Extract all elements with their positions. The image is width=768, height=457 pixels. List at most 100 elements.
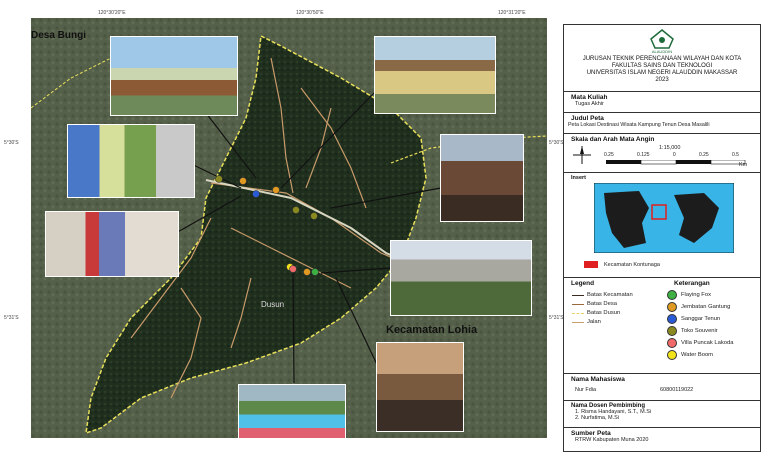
- marker-villa-puncak-lakoda[interactable]: [289, 265, 297, 273]
- judul-section: Judul Peta Peta Lokasi Destinasi Wisata …: [564, 113, 760, 134]
- keterangan-item: Jembatan Gantung: [667, 302, 730, 312]
- legend-line-label: Batas Dusun: [587, 310, 621, 316]
- marker-toko-souvenir-1[interactable]: [215, 175, 223, 183]
- coord-top-right: 120°31'20"E: [498, 10, 526, 16]
- scale-section: Skala dan Arah Mata Angin 1:15,000 0.25 …: [564, 134, 760, 173]
- keterangan-marker-icon: [667, 290, 677, 300]
- keterangan-item: Flaying Fox: [667, 290, 711, 300]
- legend-title: Legend: [571, 280, 595, 287]
- nama-title: Nama Mahasiswa: [571, 376, 625, 383]
- dosen-1: 1. Risma Handayani, S.T., M.Si: [575, 409, 652, 415]
- coord-right-lower: 5°31'S: [549, 315, 564, 321]
- keterangan-item: Villa Puncak Lakoda: [667, 338, 733, 348]
- institution-line-3: UNIVERSITAS ISLAM NEGERI ALAUDDIN MAKASS…: [586, 70, 738, 76]
- nim-value: 60800119022: [660, 387, 694, 393]
- village-area: [85, 34, 427, 435]
- insert-map[interactable]: [594, 183, 734, 253]
- keterangan-marker-icon: [667, 338, 677, 348]
- keterangan-label: Water Boom: [681, 352, 713, 358]
- institution-year: 2023: [655, 77, 669, 83]
- keterangan-label: Jembatan Gantung: [681, 304, 731, 310]
- photo-house-wooden[interactable]: [374, 36, 496, 114]
- scale-tick: 0.25: [604, 152, 614, 158]
- coord-top-left: 120°30'20"E: [98, 10, 126, 16]
- insert-legend: Kecamatan Kontunaga: [584, 261, 660, 268]
- photo-shop[interactable]: [45, 211, 179, 277]
- photo-water-park[interactable]: [238, 384, 346, 438]
- marker-jembatan-gantung-3[interactable]: [303, 268, 311, 276]
- keterangan-label: Toko Souvenir: [681, 328, 718, 334]
- judul-value: Peta Lokasi Destinasi Wisata Kampung Ten…: [568, 122, 710, 128]
- sumber-section: Sumber Peta RTRW Kabupaten Muna 2020: [564, 428, 760, 451]
- marker-sanggar-tenun[interactable]: [252, 190, 260, 198]
- mata-kuliah-value: Tugas Akhir: [575, 101, 604, 107]
- coord-left-upper: 5°30'S: [4, 140, 19, 146]
- dosen-section: Nama Dosen Pembimbing 1. Risma Handayani…: [564, 401, 760, 428]
- legend-line-symbol: [572, 294, 584, 296]
- scale-bar: [606, 160, 746, 165]
- skala-title: Skala dan Arah Mata Angin: [571, 136, 655, 143]
- legend-line-symbol: [572, 312, 584, 314]
- marker-flaying-fox[interactable]: [311, 268, 319, 276]
- sumber-title: Sumber Peta: [571, 430, 611, 437]
- scale-tick: 0.25: [698, 152, 709, 158]
- legend-line-label: Jalan: [587, 319, 601, 325]
- insert-title: Insert: [571, 175, 586, 181]
- keterangan-title: Keterangan: [674, 280, 710, 287]
- keterangan-label: Flaying Fox: [681, 292, 711, 298]
- mata-kuliah-section: Mata Kuliah Tugas Akhir: [564, 92, 760, 113]
- photo-canyon[interactable]: [376, 342, 464, 432]
- legend-line-item: Batas Dusun: [572, 310, 620, 316]
- scale-tick: 0.5: [732, 152, 739, 158]
- keterangan-item: Sanggar Tenun: [667, 314, 720, 324]
- institution-line-1: JURUSAN TEKNIK PERENCANAAN WILAYAH DAN K…: [582, 56, 742, 62]
- keterangan-marker-icon: [667, 350, 677, 360]
- legend-line-label: Batas Desa: [587, 301, 617, 307]
- insert-legend-swatch: [584, 261, 598, 268]
- scale-tick: 0.125: [637, 152, 650, 158]
- university-logo: [650, 29, 674, 49]
- legend-line-symbol: [572, 303, 584, 305]
- keterangan-marker-icon: [667, 314, 677, 324]
- legend-line-item: Batas Kecamatan: [572, 292, 633, 298]
- north-arrow-icon: [573, 146, 591, 164]
- legend-line-symbol: [572, 321, 584, 323]
- keterangan-label: Villa Puncak Lakoda: [681, 340, 734, 346]
- legend-line-item: Batas Desa: [572, 301, 617, 307]
- photo-weaving-hall[interactable]: [67, 124, 195, 198]
- photo-building-1[interactable]: [110, 36, 238, 116]
- keterangan-marker-icon: [667, 302, 677, 312]
- insert-legend-label: Kecamatan Kontunaga: [604, 261, 660, 268]
- dosen-title: Nama Dosen Pembimbing: [571, 403, 646, 409]
- scale-unit: Km: [739, 162, 748, 168]
- sumber-value: RTRW Kabupaten Muna 2020: [575, 437, 649, 443]
- marker-jembatan-gantung-2[interactable]: [272, 186, 280, 194]
- header-section: ALAUDDIN JURUSAN TEKNIK PERENCANAAN WILA…: [564, 25, 760, 92]
- photo-loom[interactable]: [440, 134, 524, 222]
- student-section: Nama Mahasiswa Nur Fdia 60800119022: [564, 374, 760, 401]
- marker-jembatan-gantung-1[interactable]: [239, 177, 247, 185]
- dosen-2: 2. Nurfatima, M.Si: [575, 415, 620, 421]
- map-frame[interactable]: Desa Bungi Kecamatan Lohia Dusun: [31, 18, 547, 438]
- label-desa-bungi: Desa Bungi: [31, 30, 87, 41]
- keterangan-marker-icon: [667, 326, 677, 336]
- legend-line-label: Batas Kecamatan: [587, 292, 633, 298]
- insert-section: Insert Kecamatan Kontunaga: [564, 173, 760, 278]
- photo-cliff[interactable]: [390, 240, 532, 316]
- keterangan-item: Water Boom: [667, 350, 713, 360]
- nama-value: Nur Fdia: [575, 387, 597, 393]
- marker-toko-souvenir-3[interactable]: [310, 212, 318, 220]
- coord-right-upper: 5°30'S: [549, 140, 564, 146]
- keterangan-item: Toko Souvenir: [667, 326, 718, 336]
- scale-ratio: 1:15,000: [659, 145, 681, 151]
- marker-toko-souvenir-2[interactable]: [292, 206, 300, 214]
- keterangan-label: Sanggar Tenun: [681, 316, 721, 322]
- logo-text: ALAUDDIN: [651, 49, 673, 54]
- label-dusun: Dusun: [261, 300, 285, 309]
- pointer-lines: [175, 87, 442, 384]
- scale-tick: 0: [672, 152, 676, 158]
- scale-ticks: 0.25 0.125 0 0.25 0.5: [604, 152, 739, 158]
- label-kecamatan-lohia: Kecamatan Lohia: [386, 324, 478, 336]
- coord-top-mid: 120°30'50"E: [296, 10, 324, 16]
